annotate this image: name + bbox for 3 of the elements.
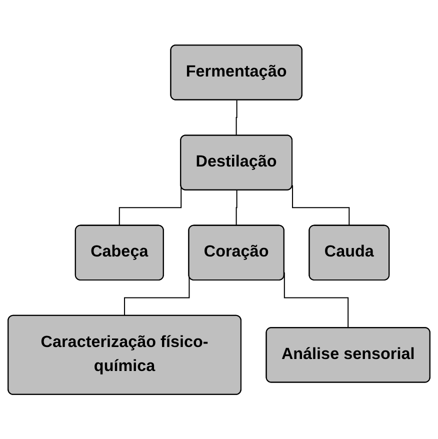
connector	[236, 100, 238, 136]
connector	[292, 185, 350, 226]
connector	[236, 190, 238, 226]
